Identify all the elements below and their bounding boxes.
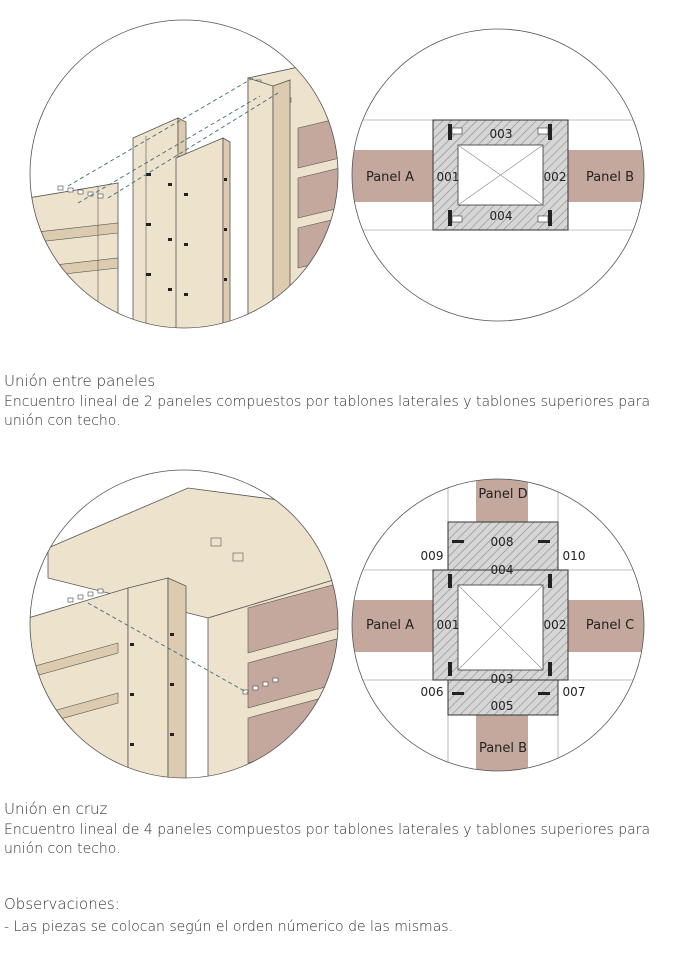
piece-003-label: 003 xyxy=(491,672,514,686)
piece-003-label: 003 xyxy=(490,127,513,141)
isometric-view-panel-union xyxy=(29,19,339,329)
piece-005-label: 005 xyxy=(491,699,514,713)
section1-description: Encuentro lineal de 2 paneles compuestos… xyxy=(4,394,651,429)
section2-description: Encuentro lineal de 4 paneles compuestos… xyxy=(4,822,651,857)
panel-c-label: Panel C xyxy=(586,618,634,633)
piece-007-label: 007 xyxy=(563,685,586,699)
panel-a-label: Panel A xyxy=(366,170,414,185)
panel-b-label: Panel B xyxy=(586,170,634,185)
piece-006-label: 006 xyxy=(421,685,444,699)
piece-004-label: 004 xyxy=(491,563,514,577)
plan-view-panel-union: Panel A Panel B 001 002 003 004 xyxy=(351,28,645,322)
piece-009-label: 009 xyxy=(421,549,444,563)
piece-002-label: 002 xyxy=(544,618,567,632)
piece-002-label: 002 xyxy=(544,170,567,184)
section2-title: Unión en cruz xyxy=(4,800,108,818)
panel-a-label: Panel A xyxy=(366,618,414,633)
piece-001-label: 001 xyxy=(437,618,460,632)
piece-010-label: 010 xyxy=(563,549,586,563)
section1-title: Unión entre paneles xyxy=(4,372,156,390)
piece-004-label: 004 xyxy=(490,209,513,223)
notes-item: - Las piezas se colocan según el orden n… xyxy=(4,919,454,935)
panel-b-shape xyxy=(568,150,644,202)
panel-b-label: Panel B xyxy=(479,741,527,756)
notes-title: Observaciones: xyxy=(4,895,120,913)
panel-a-shape xyxy=(352,150,433,202)
piece-008-label: 008 xyxy=(491,535,514,549)
isometric-view-cross-union xyxy=(29,469,339,779)
plan-view-cross-union: Panel D Panel A Panel C Panel B 008 004 … xyxy=(351,478,645,772)
panel-d-label: Panel D xyxy=(478,487,527,502)
piece-001-label: 001 xyxy=(437,170,460,184)
